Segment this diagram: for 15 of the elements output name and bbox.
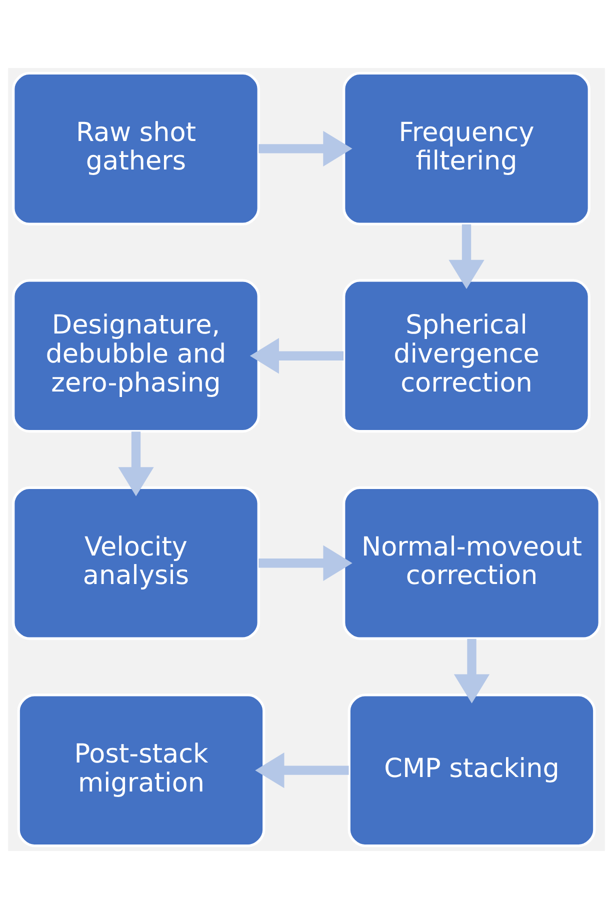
node-box: Post-stack migration (17, 693, 266, 847)
node-box: Velocity analysis (12, 486, 260, 640)
arrow (454, 638, 490, 703)
node-box: Raw shot gathers (12, 71, 260, 225)
arrow (118, 431, 154, 496)
node-box: CMP stacking (348, 693, 596, 847)
node-box: Frequency filtering (342, 71, 590, 225)
arrow (448, 224, 484, 288)
arrow (258, 544, 352, 580)
node-box: Spherical divergence correction (342, 278, 590, 432)
node-box: Normal-moveout correction (342, 486, 601, 640)
arrow (258, 130, 352, 166)
node-box: Designature, debubble and zero-phasing (12, 278, 260, 432)
arrow (255, 752, 349, 788)
arrow (250, 338, 344, 374)
